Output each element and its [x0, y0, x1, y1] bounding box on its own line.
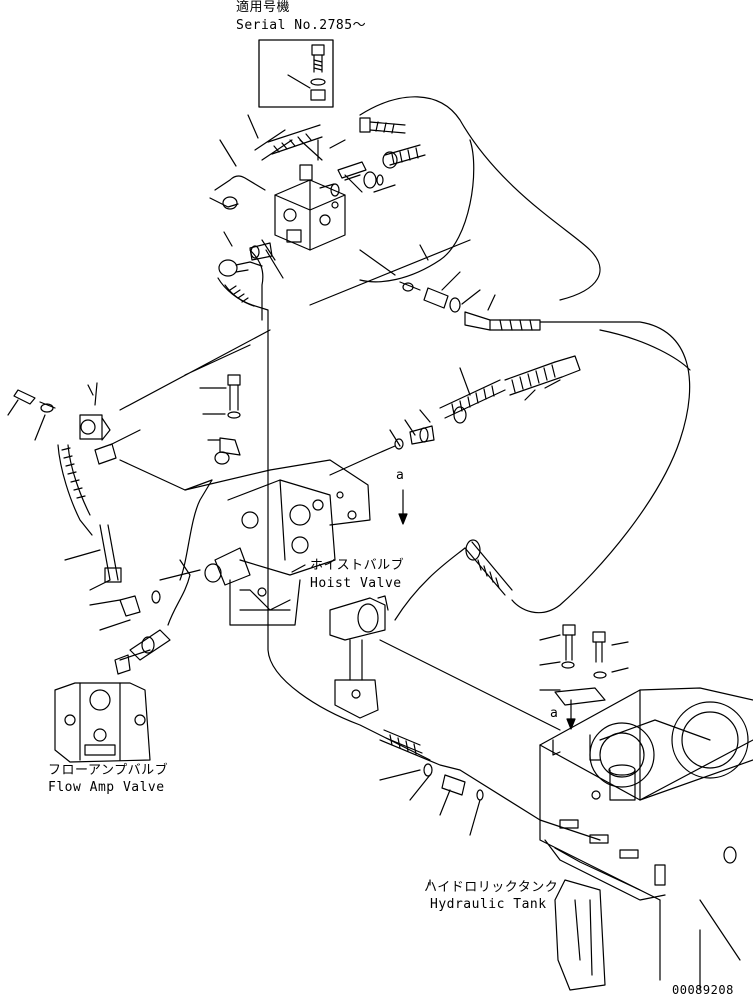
hydraulic-tank-label-jp: ハイドロリックタンク: [424, 880, 559, 895]
view-marker-1: a: [396, 468, 405, 483]
bolt-icon: [311, 44, 325, 73]
serial-number: Serial No.2785～: [236, 18, 367, 33]
top-valve-block: [274, 164, 346, 251]
hoist-valve-body: [204, 459, 371, 626]
long-hose-right: [359, 96, 601, 301]
flow-amp-valve: [54, 682, 151, 763]
small-fittings-mid: [249, 242, 273, 261]
elbow-fittings-left: [114, 595, 171, 675]
nut-icon: [310, 89, 326, 101]
bolt-stack-center: [199, 374, 241, 465]
flow-amp-label-jp: フローアンプバルブ: [48, 763, 169, 778]
middle-hoses: [329, 355, 581, 476]
right-fitting-top: [423, 287, 541, 331]
hydraulic-tank-label-en: Hydraulic Tank: [430, 897, 547, 912]
hydraulic-tank: [539, 687, 753, 991]
bolt-stack-tank: [539, 624, 629, 706]
hoist-valve-label-jp: ホイストバルブ: [310, 558, 405, 573]
pipe-bracket-center: [329, 595, 389, 719]
drawing-number: 00089208: [672, 983, 734, 997]
serial-box: [258, 39, 334, 108]
washer-icon: [310, 78, 326, 86]
view-arrow-2: [566, 699, 576, 730]
flow-amp-label-en: Flow Amp Valve: [48, 780, 165, 795]
hose-assembly-top: [209, 117, 426, 210]
view-marker-2: a: [550, 706, 559, 721]
clamp-assembly-left: [13, 389, 117, 465]
serial-title: 適用号機: [236, 0, 291, 15]
hoist-valve-label-en: Hoist Valve: [310, 576, 402, 591]
view-arrow-1: [398, 489, 408, 525]
small-fittings-top: [319, 161, 384, 197]
